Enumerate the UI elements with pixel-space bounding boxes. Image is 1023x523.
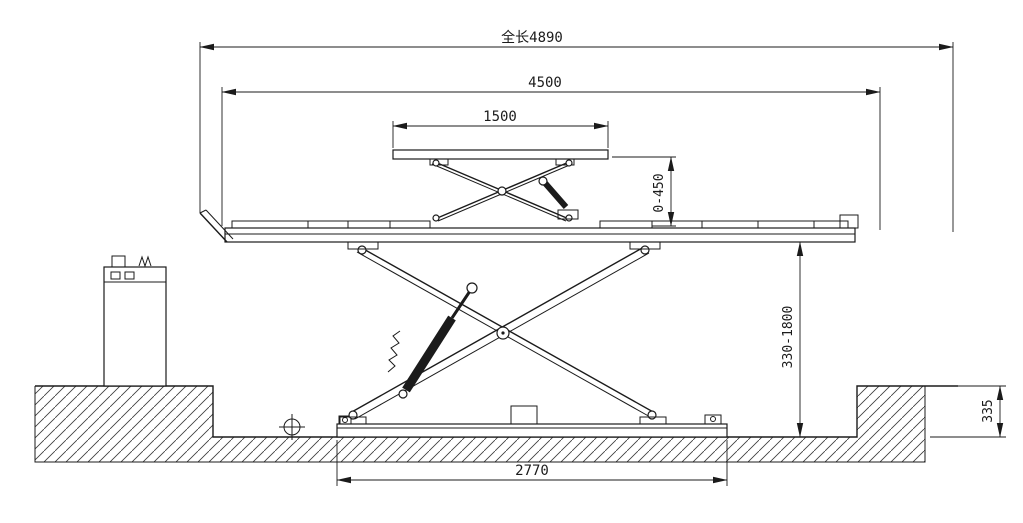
hydraulic-cylinder-rod — [450, 290, 472, 319]
dim-label-jack-lift-range: 0-450 — [652, 173, 667, 212]
jack-cylinder-mount — [557, 209, 579, 220]
dimension-lift-height-range: 330-1800 — [748, 241, 806, 438]
platform-pad-strip-right — [599, 220, 849, 229]
dim-label-total-length: 全长4890 — [501, 29, 563, 46]
dimension-jack-lift-range: 0-450 — [612, 156, 676, 227]
drive-on-ramp — [199, 209, 234, 243]
center-pivot-dot — [501, 331, 505, 335]
hydraulic-cylinder-body — [402, 315, 456, 393]
base-frame-body — [336, 423, 728, 438]
dim-label-base-length: 2770 — [515, 463, 549, 479]
base-right-roller-bracket — [704, 414, 722, 425]
cabinet-switch — [110, 271, 121, 280]
ground-hatch-right — [857, 386, 925, 437]
ground-hatch-left — [35, 386, 213, 437]
scissor-arm-a-outer — [349, 246, 645, 414]
cabinet-indicator — [124, 271, 135, 280]
base-mount-left — [339, 416, 367, 425]
lift-platform — [199, 209, 859, 243]
jack-center-pivot — [497, 186, 507, 196]
foundation-ground — [34, 385, 958, 463]
jack-platform — [392, 149, 609, 160]
dim-label-foundation-depth: 335 — [981, 399, 996, 422]
base-left-roller — [342, 417, 348, 423]
motor-block — [111, 255, 126, 268]
dimension-total-length: 全长4890 — [199, 29, 954, 232]
base-center-block — [510, 405, 538, 425]
ground-hatch-bottom — [35, 437, 925, 462]
cylinder-thread-detail — [387, 330, 401, 373]
power-unit — [103, 255, 167, 387]
dimension-base-length: 2770 — [336, 440, 728, 486]
base-right-roller — [710, 416, 716, 422]
top-right-pivot — [640, 245, 650, 255]
dimension-platform-length: 4500 — [221, 75, 881, 230]
jack-top-bracket-right — [555, 158, 575, 166]
wheel-free-jack — [392, 149, 609, 222]
coil-symbol — [138, 255, 152, 268]
bottom-left-pivot — [348, 410, 358, 420]
base-frame — [336, 405, 728, 438]
jack-top-bracket-left — [429, 158, 449, 166]
base-mount-right — [639, 416, 667, 425]
dim-label-platform-length: 4500 — [528, 75, 562, 91]
platform-end-stop — [839, 214, 859, 229]
jack-cylinder-pivot — [538, 176, 548, 186]
cylinder-rod-pivot — [466, 282, 478, 294]
foundation-outline — [34, 386, 926, 463]
dim-label-lift-height-range: 330-1800 — [781, 306, 796, 369]
cylinder-base-pivot — [398, 389, 408, 399]
top-left-pivot — [357, 245, 367, 255]
power-unit-cabinet — [103, 266, 167, 387]
dimension-foundation-depth: 335 — [930, 385, 1006, 438]
main-scissor-mechanism — [339, 241, 667, 425]
jack-cylinder — [542, 181, 569, 209]
bottom-right-pivot — [647, 410, 657, 420]
dimension-jack-platform-length: 1500 — [392, 109, 609, 148]
platform-body — [224, 227, 856, 243]
anchor-point-symbol — [279, 414, 305, 440]
dim-label-jack-platform-length: 1500 — [483, 109, 517, 125]
platform-pad-strip-left — [231, 220, 431, 229]
